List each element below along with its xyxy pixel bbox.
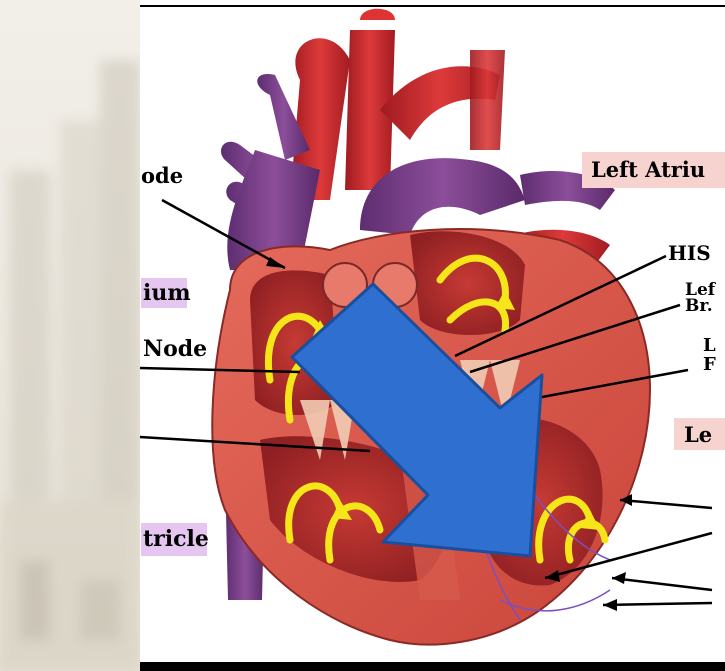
label-left-atrium: Left Atriu (591, 159, 705, 180)
label-left-bundle-line2: Br. (685, 298, 713, 315)
label-sa-node: ode (141, 165, 183, 186)
label-left-fibers-line1: L (703, 337, 716, 355)
label-right-atrium: ium (143, 282, 191, 304)
label-left-ventricle: Le (684, 424, 712, 445)
label-left-fibers-line2: F (703, 356, 716, 374)
label-his-bundle: HIS (668, 243, 711, 263)
label-av-node: Node (143, 338, 207, 360)
label-right-ventricle: tricle (143, 528, 209, 550)
